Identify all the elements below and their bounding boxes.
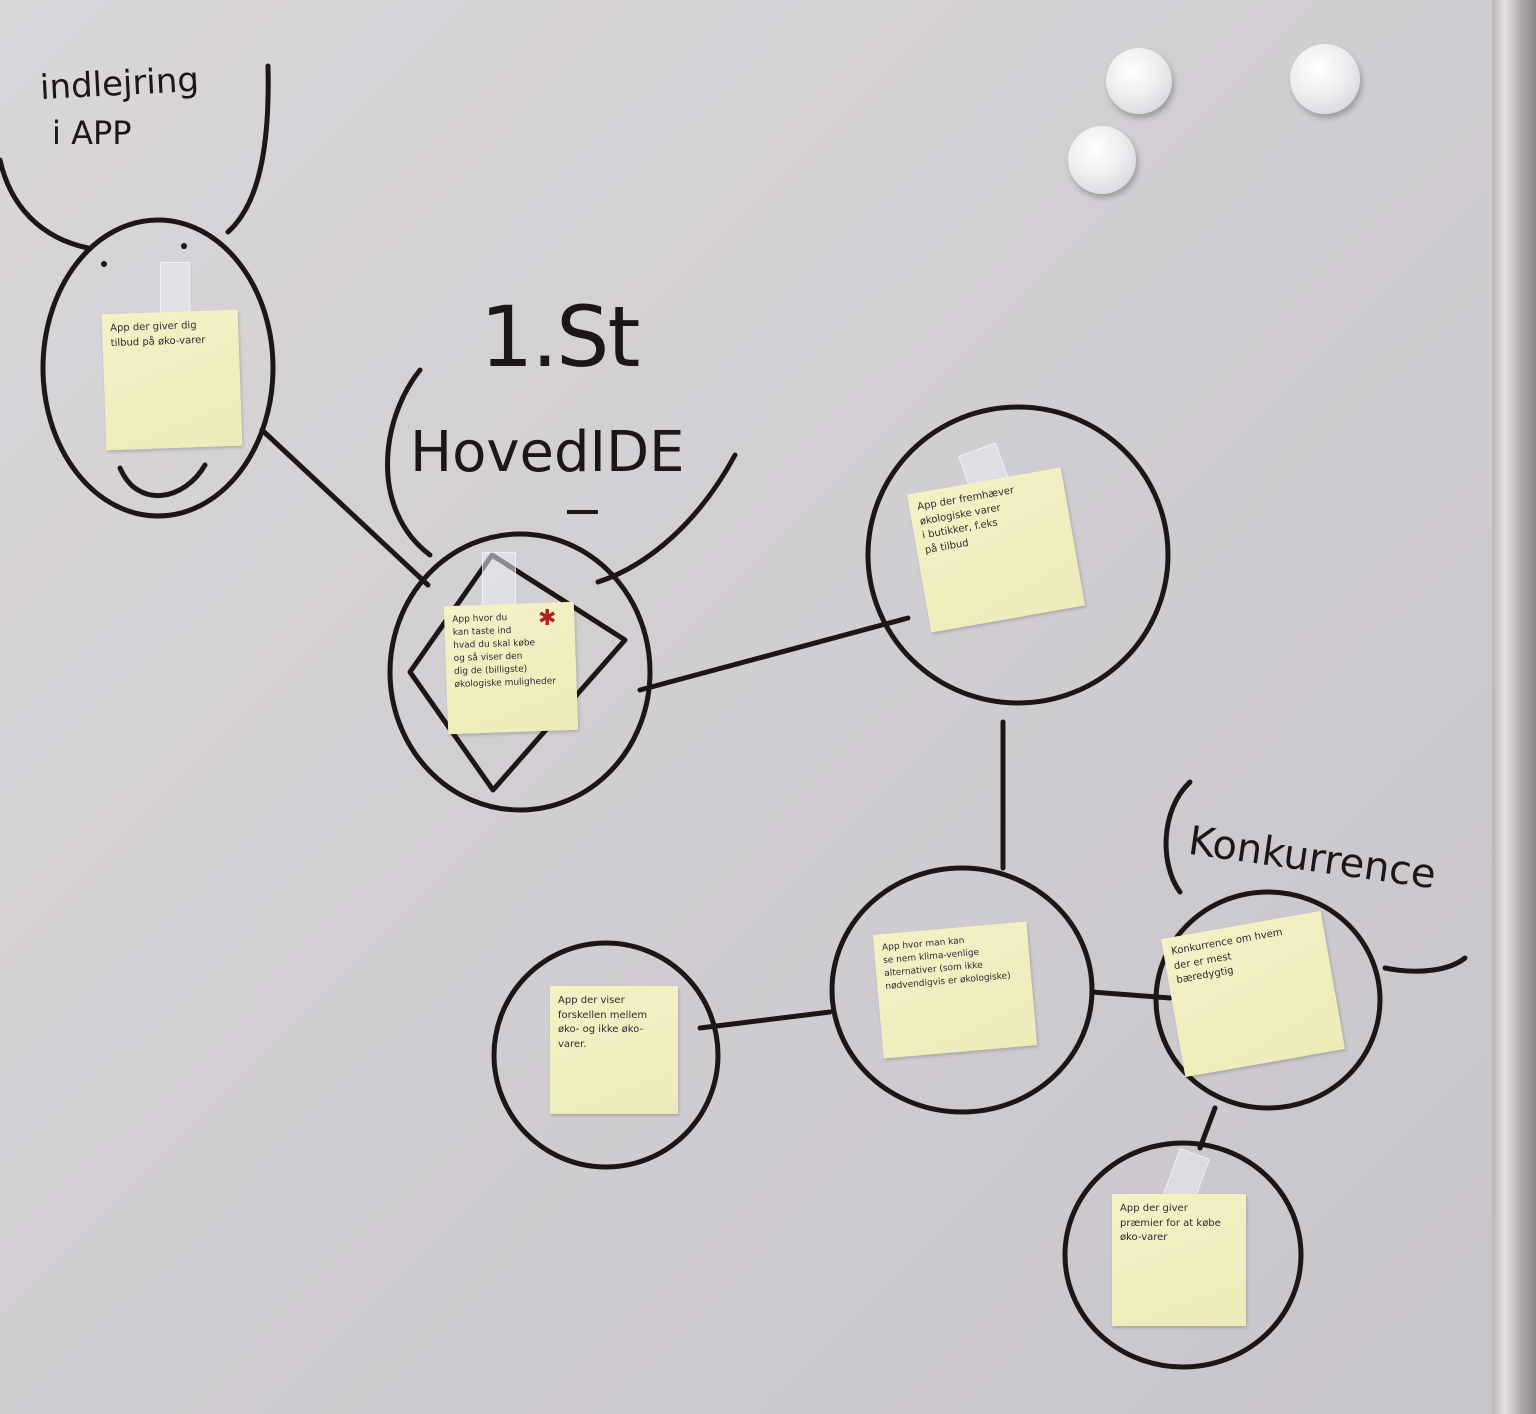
red-asterisk: ✱	[538, 606, 557, 631]
sticky-note-bottom-right[interactable]: App der giver præmier for at købe øko-va…	[1112, 1194, 1246, 1326]
main-arc-left	[385, 367, 433, 558]
main-arc-right	[595, 452, 738, 585]
connector-center-left	[697, 1009, 833, 1031]
face-eye-right	[181, 243, 187, 249]
sticky-note-top-left[interactable]: App der giver dig tilbud på øko-varer	[101, 309, 243, 451]
label-hovedide: HovedIDE	[410, 420, 685, 485]
competition-arc-right	[1382, 955, 1468, 974]
label-1st: 1.St	[480, 288, 640, 386]
magnet-3[interactable]	[1068, 126, 1136, 194]
connector-main-right	[637, 615, 911, 693]
bottom-right-circle	[1062, 1140, 1304, 1370]
connector-competition-bottomright	[1197, 1105, 1218, 1151]
label-i-app: i APP	[52, 114, 132, 152]
left-horn	[0, 157, 91, 251]
competition-circle	[1153, 889, 1383, 1111]
bottom-left-circle	[491, 940, 721, 1170]
sticky-note-bottom-center[interactable]: App hvor man kan se nem klima-venlige al…	[872, 921, 1038, 1059]
competition-arc-left	[1163, 779, 1193, 895]
right-horn	[225, 63, 271, 235]
sticky-note-competition[interactable]: Konkurrence om hvem der er mest bæredygt…	[1161, 910, 1345, 1078]
sticky-note-bottom-left[interactable]: App der viser forskellen mellem øko- og …	[550, 986, 678, 1114]
magnet-1[interactable]	[1106, 48, 1172, 114]
sticky-note-right-upper[interactable]: App der fremhæver økologiske varer i but…	[907, 467, 1085, 633]
connector-face-main	[259, 427, 431, 588]
magnet-2[interactable]	[1290, 44, 1360, 114]
main-diamond	[407, 552, 628, 793]
whiteboard-frame	[1492, 0, 1536, 1414]
face-eye-left	[101, 261, 107, 267]
main-circle	[387, 531, 653, 813]
label-indlejring: indlejring	[39, 59, 200, 109]
sticky-note-main[interactable]: App hvor du kan taste ind hvad du skal k…	[443, 601, 579, 735]
smile	[117, 462, 208, 498]
right-upper-circle	[865, 404, 1171, 706]
face-circle	[40, 217, 276, 519]
